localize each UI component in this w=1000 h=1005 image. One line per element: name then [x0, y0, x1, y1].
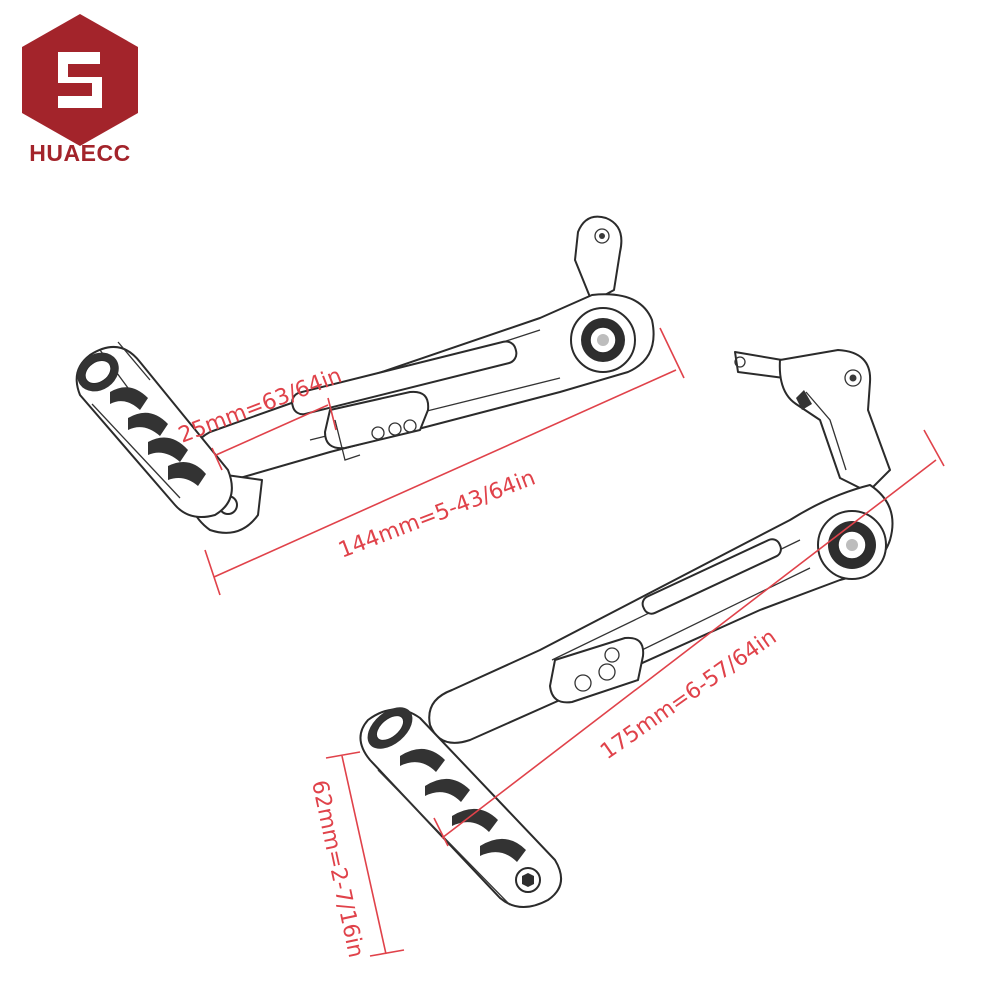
foot-peg-short: [75, 341, 233, 518]
foot-peg-long: [359, 707, 563, 908]
dim-label-short-lever: 144mm=5-43/64in: [335, 465, 539, 563]
shift-lever-short: [75, 215, 655, 534]
brand-logo: [22, 14, 138, 146]
brand-name: HUAECC: [29, 140, 131, 166]
dimension-lines: [204, 327, 945, 957]
shift-lever-long: [359, 349, 894, 908]
dim-label-peg: 62mm=2-7/16in: [306, 778, 368, 960]
